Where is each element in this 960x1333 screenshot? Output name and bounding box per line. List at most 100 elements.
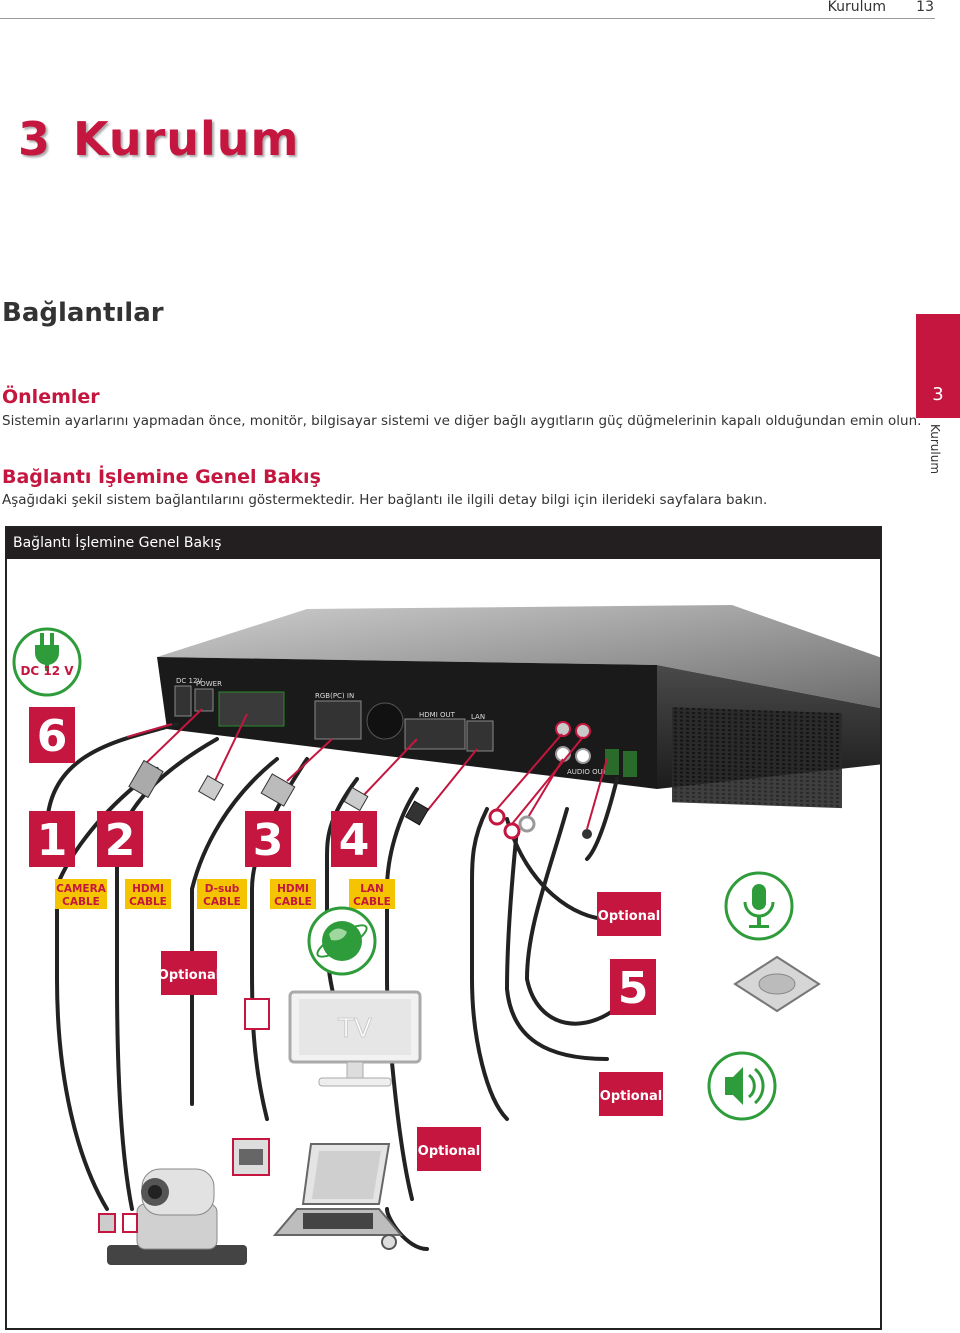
precautions-text: Sistemin ayarlarını yapmadan önce, monit… — [2, 413, 922, 429]
cable-label-1-bg — [55, 879, 107, 909]
main-unit-top — [157, 605, 880, 709]
internet-globe-icon — [307, 906, 377, 976]
connection-figure: Bağlantı İşlemine Genel Bakış — [5, 526, 882, 1330]
step-4: 4 — [339, 815, 370, 866]
step-2-bg — [97, 811, 143, 867]
rca-line-3 — [526, 758, 564, 820]
cable-label-2-bg — [125, 879, 171, 909]
tv-label: TV — [337, 1014, 372, 1044]
audio-jack-l2 — [575, 748, 591, 764]
cable-label-2-line1: HDMI — [132, 883, 164, 895]
cable-label-1-line2: CABLE — [62, 896, 100, 908]
hdmi-connector — [198, 775, 224, 801]
header-section-name: Kurulum — [827, 0, 886, 15]
cable-label-4-line1: HDMI — [277, 883, 309, 895]
dc-port — [174, 685, 192, 717]
rgb-port-label: RGB(PC) IN — [315, 692, 354, 700]
cable-label-4-bg — [270, 879, 316, 909]
pc-audio-jack — [381, 1234, 397, 1250]
power-port — [194, 688, 214, 712]
cable-puck — [524, 807, 629, 1026]
step-4-bg — [331, 811, 377, 867]
audio-jack-r — [555, 721, 571, 737]
side-tab-number: 3 — [932, 384, 944, 405]
rca-plug-1 — [488, 808, 506, 826]
rca-line-1 — [496, 733, 563, 810]
chapter-number: 3 — [18, 112, 52, 166]
hdmi-out-ports — [404, 718, 466, 750]
cable-label-4-line2: CABLE — [274, 896, 312, 908]
lan-connector — [404, 800, 430, 826]
camera-line — [141, 708, 203, 768]
hdmi-camera-cable — [115, 737, 219, 1211]
cable-label-2-line2: CABLE — [129, 896, 167, 908]
mic-port-2 — [623, 751, 637, 777]
step-3-bg — [245, 811, 291, 867]
dsub-connector — [260, 773, 296, 807]
cable-label-3-line2: CABLE — [203, 896, 241, 908]
chapter-name: Kurulum — [73, 112, 300, 166]
step-5-bg — [610, 959, 656, 1015]
hdmi-line — [211, 713, 248, 788]
step-6-bg — [29, 707, 75, 763]
lan-line — [426, 748, 478, 812]
optional-speaker-bg — [599, 1072, 663, 1116]
fan-vent — [366, 702, 404, 740]
mic-port — [605, 749, 619, 775]
figure-header: Bağlantı İşlemine Genel Bakış — [7, 528, 880, 559]
rca-line-4 — [586, 758, 608, 830]
speaker-icon — [707, 1051, 777, 1121]
chapter-side-tab: 3 — [916, 314, 960, 418]
step-1-bg — [29, 811, 75, 867]
step-2: 2 — [105, 815, 136, 866]
audio-cable-speaker — [504, 827, 609, 1061]
audio-jack-r2 — [575, 723, 591, 739]
precautions-title: Önlemler — [2, 386, 100, 408]
section-title: Bağlantılar — [2, 298, 164, 328]
hdmi-out-line — [361, 738, 418, 798]
dc-port-label: DC 12V — [176, 677, 202, 685]
rca-plug-2 — [503, 822, 521, 840]
connectors — [128, 759, 592, 840]
power-port-label: POWER — [196, 680, 222, 688]
audio-cable-1 — [470, 807, 509, 1121]
side-tab-label-text: Kurulum — [928, 423, 943, 475]
header-divider — [0, 18, 935, 19]
step-6: 6 — [37, 711, 68, 762]
camera-cable-plug — [98, 1213, 116, 1233]
cable-label-5-bg — [349, 879, 395, 909]
ptz-camera — [98, 1168, 247, 1265]
optional-pc-bg — [417, 1127, 481, 1171]
rca-plug-3 — [518, 815, 536, 833]
optional-labels: Optional Optional Optional Optional — [158, 892, 663, 1171]
step-numbers: 6 1 2 3 4 5 — [29, 707, 656, 1015]
dsub-cable-1 — [189, 757, 279, 1106]
camera-ports — [218, 691, 285, 727]
side-tab-label: Kurulum — [920, 420, 950, 480]
dsub-cable-2 — [250, 757, 309, 1121]
mic-plug — [582, 829, 592, 839]
hdmi-tv-connector — [343, 786, 369, 812]
dsub-line — [286, 738, 333, 782]
power-icon: DC 12 V — [12, 627, 82, 697]
main-unit: DC 12V POWER RGB(PC) IN HDMI OUT LAN AUD… — [157, 605, 880, 809]
optional-mic-bg — [597, 892, 661, 936]
camera-cable — [55, 767, 159, 1211]
lan-cable — [385, 787, 419, 1201]
connection-diagram: DC 12V POWER RGB(PC) IN HDMI OUT LAN AUD… — [12, 605, 880, 1265]
lan-port-label: LAN — [471, 713, 485, 721]
cable-label-1-line1: CAMERA — [56, 883, 107, 895]
cable-label-5-line2: CABLE — [353, 896, 391, 908]
audio-out-label: AUDIO OUT — [567, 768, 608, 776]
step-5: 5 — [618, 963, 649, 1014]
figure-caption: Bağlantı İşlemine Genel Bakış — [13, 535, 222, 551]
overview-title: Bağlantı İşlemine Genel Bakış — [2, 466, 321, 488]
header-page-number: 13 — [916, 0, 934, 15]
optional-mic: Optional — [598, 909, 660, 924]
optional-speaker: Optional — [600, 1089, 662, 1104]
optional-pc: Optional — [418, 1144, 480, 1159]
hdmi-out-label: HDMI OUT — [419, 711, 456, 719]
laptop-icon — [232, 1138, 404, 1250]
camera-hdmi-plug — [122, 1213, 138, 1233]
cable-label-3-bg — [197, 879, 247, 909]
